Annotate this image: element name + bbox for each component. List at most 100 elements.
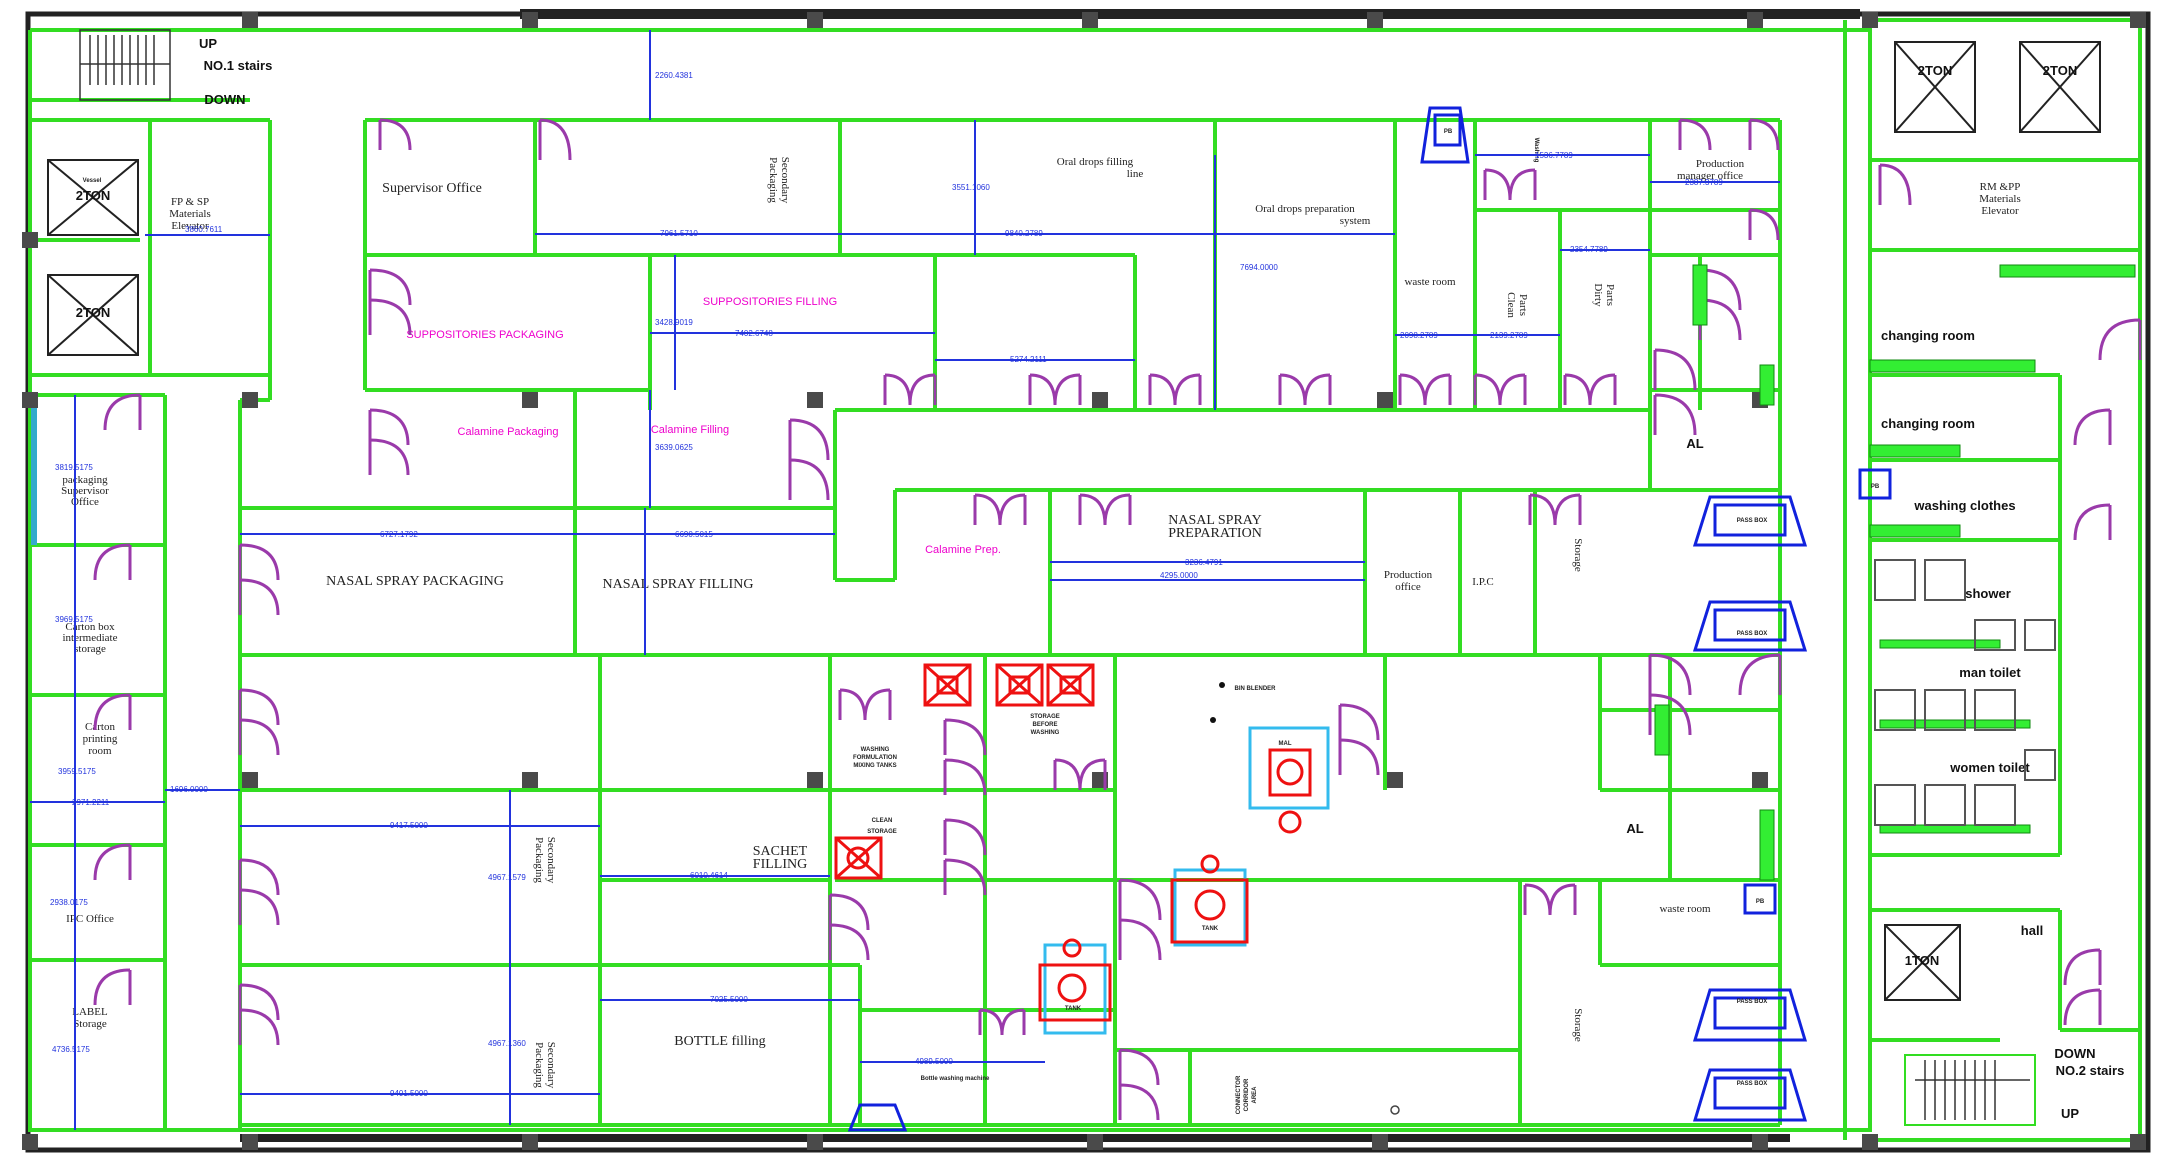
suppositories-packaging-label: SUPPOSITORIES PACKAGING — [406, 329, 563, 341]
nasal-spray-packaging-label: NASAL SPRAY PACKAGING — [326, 574, 504, 589]
door — [93, 843, 132, 881]
svg-text:STORAGE: STORAGE — [1030, 714, 1060, 720]
packaging-supervisor-label: packaging Supervisor Office — [61, 474, 109, 508]
door — [2098, 318, 2142, 361]
door — [1548, 883, 1577, 916]
door — [838, 688, 867, 721]
svg-text:Materials: Materials — [169, 208, 211, 220]
pb-box: PB — [1420, 106, 1470, 164]
marker-circle — [1390, 1105, 1400, 1115]
elevator-label: 2TON — [2043, 63, 2077, 78]
left-offices — [30, 393, 167, 1130]
production-manager-office-label: Production manager office — [1677, 158, 1745, 182]
svg-text:printing: printing — [83, 733, 118, 745]
door — [1148, 373, 1177, 406]
svg-text:2938.0175: 2938.0175 — [50, 898, 88, 907]
right-wing-outline — [1870, 18, 2142, 1142]
svg-text:BEFORE: BEFORE — [1032, 722, 1057, 728]
column — [522, 772, 538, 788]
svg-text:1536.7789: 1536.7789 — [1535, 151, 1573, 160]
column — [1082, 12, 1098, 28]
svg-text:Secondary: Secondary — [779, 157, 791, 204]
svg-text:4736.5175: 4736.5175 — [52, 1045, 90, 1054]
pass-boxes: PASS BOX PASS BOX PASS BOX PASS BOX PB P… — [847, 106, 1892, 1132]
svg-text:intermediate: intermediate — [63, 632, 118, 644]
marker-dot — [1210, 717, 1216, 723]
svg-text:Oral drops preparation: Oral drops preparation — [1255, 203, 1355, 215]
equipment-unit: TANK — [1170, 854, 1249, 947]
column — [1752, 1134, 1768, 1150]
svg-text:PASS BOX: PASS BOX — [1737, 1081, 1768, 1087]
column — [522, 1134, 538, 1150]
column — [22, 1134, 38, 1150]
al-2-label: AL — [1626, 821, 1643, 836]
svg-text:5274.2111: 5274.2111 — [1010, 355, 1047, 364]
door — [1118, 1048, 1160, 1086]
marker-dot — [1219, 682, 1225, 688]
shower-label: shower — [1965, 586, 2011, 601]
stairs-up-label: UP — [199, 36, 217, 51]
door — [1398, 373, 1427, 406]
equipment-unit: TANK — [1038, 938, 1112, 1035]
sachet-filling-label: SACHET FILLING — [753, 844, 808, 872]
svg-text:7402.6748: 7402.6748 — [735, 329, 773, 338]
elevator-1ton-label: 1TON — [1905, 953, 1939, 968]
nasal-spray-filling-label: NASAL SPRAY FILLING — [603, 577, 754, 592]
door — [1563, 373, 1592, 406]
svg-text:Packaging: Packaging — [533, 837, 545, 883]
column — [242, 772, 258, 788]
svg-text:4989.5000: 4989.5000 — [915, 1057, 953, 1066]
door — [238, 578, 280, 616]
column — [807, 772, 823, 788]
svg-text:Packaging: Packaging — [533, 1042, 545, 1088]
door — [1278, 373, 1307, 406]
svg-text:system: system — [1340, 215, 1371, 227]
elevator-label: 2TON — [76, 188, 110, 203]
doors — [93, 118, 2142, 1121]
svg-text:RM &PP: RM &PP — [1980, 181, 2021, 193]
al-1-label: AL — [1686, 436, 1703, 451]
door — [238, 1008, 280, 1046]
svg-text:Clean: Clean — [1505, 292, 1517, 318]
door — [93, 693, 132, 731]
washing-clothes-label: washing clothes — [1913, 498, 2015, 513]
door — [93, 543, 132, 581]
svg-text:3428.9019: 3428.9019 — [655, 318, 693, 327]
svg-text:packaging: packaging — [62, 474, 108, 486]
column — [807, 12, 823, 28]
column — [1372, 1134, 1388, 1150]
svg-text:3639.0625: 3639.0625 — [655, 443, 693, 452]
equipment-unit — [834, 836, 883, 880]
door — [1508, 168, 1537, 201]
door — [908, 373, 937, 406]
svg-text:PASS BOX: PASS BOX — [1737, 999, 1768, 1005]
door — [973, 493, 1002, 526]
svg-text:Dirty: Dirty — [1592, 283, 1604, 307]
door — [1678, 118, 1712, 151]
svg-text:WASHING: WASHING — [861, 747, 890, 753]
pass-box: PASS BOX — [1692, 1068, 1808, 1122]
svg-text:3969.5175: 3969.5175 — [55, 615, 93, 624]
svg-text:CORRIDOR: CORRIDOR — [1244, 1078, 1250, 1111]
door — [1078, 493, 1107, 526]
svg-text:PREPARATION: PREPARATION — [1168, 526, 1262, 541]
door — [1498, 373, 1527, 406]
door — [1878, 163, 1912, 206]
door — [863, 688, 892, 721]
svg-text:PB: PB — [1756, 899, 1765, 905]
svg-text:storage: storage — [74, 643, 106, 655]
svg-text:LABEL: LABEL — [72, 1006, 108, 1018]
column — [1747, 12, 1763, 28]
elevator-2ton-right-2: 2TON — [2019, 41, 2101, 133]
svg-text:Packaging: Packaging — [767, 157, 779, 203]
svg-text:Oral drops filling: Oral drops filling — [1057, 156, 1134, 168]
women-toilet-label: women toilet — [1949, 760, 2030, 775]
equipment-unit — [923, 663, 972, 707]
svg-text:AREA: AREA — [1252, 1086, 1258, 1104]
elevator-2ton-left-2: 2TON — [47, 274, 139, 356]
door — [943, 818, 987, 856]
svg-text:Secondary: Secondary — [545, 1042, 557, 1089]
column — [522, 12, 538, 28]
svg-text:Materials: Materials — [1979, 193, 2021, 205]
svg-text:manager office: manager office — [1677, 170, 1743, 182]
